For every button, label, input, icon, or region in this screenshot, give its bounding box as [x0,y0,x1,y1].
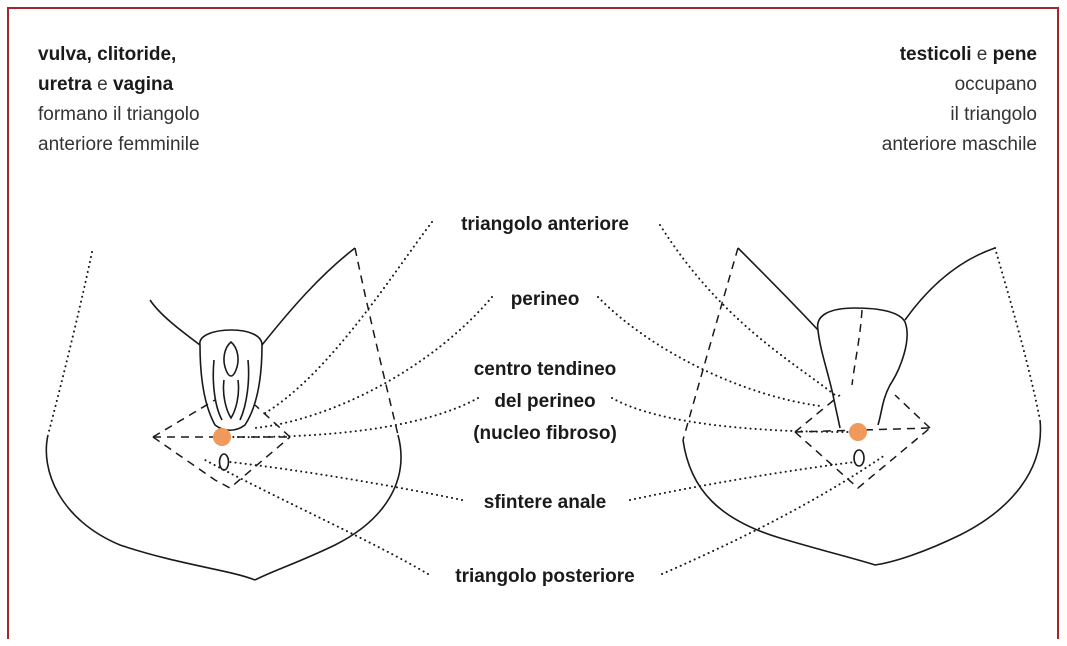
male-triangles [795,395,930,488]
female-vulva-illustration [200,330,262,470]
label-centro-tendineo-2: del perineo [494,391,595,412]
diagram-labels: triangolo anteriore perineo centro tendi… [455,214,634,587]
male-genitals-illustration [818,308,907,466]
label-triangolo-anteriore: triangolo anteriore [461,214,629,235]
label-perineo: perineo [511,289,580,310]
label-triangolo-posteriore: triangolo posteriore [455,566,634,587]
male-tendinous-center [849,423,867,441]
female-tendinous-center [213,428,231,446]
male-pelvis-outline [683,248,1040,565]
label-centro-tendineo-3: (nucleo fibroso) [473,423,617,444]
female-pelvis-outline [46,248,401,580]
label-centro-tendineo-1: centro tendineo [474,359,617,380]
label-sfintere-anale: sfintere anale [484,492,607,513]
